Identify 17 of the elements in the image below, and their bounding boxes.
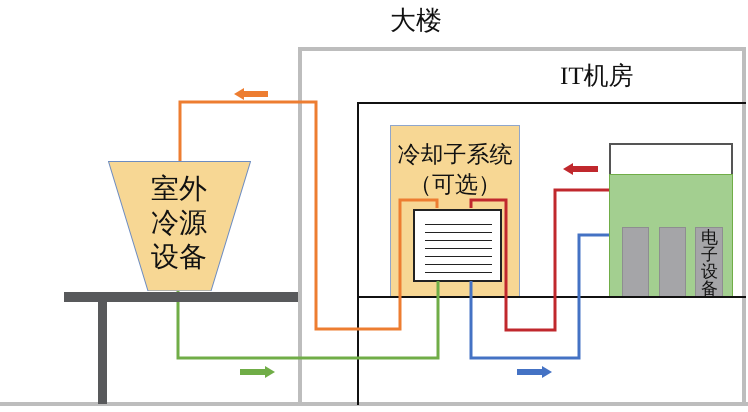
- heading: 冷却子系统（可选）: [396, 141, 514, 199]
- pipe-line: [470, 188, 609, 332]
- outdoor-cooling-unit: [108, 161, 251, 291]
- heading: 大楼: [390, 6, 442, 36]
- equipment-rack: [609, 174, 733, 297]
- pipe-line: [470, 234, 609, 360]
- pipe-line: [178, 100, 438, 330]
- building-outline: [298, 6, 746, 405]
- server-unit: [659, 227, 686, 298]
- heat-exchanger: [413, 209, 502, 282]
- pipe-line: [176, 281, 440, 360]
- server-unit: [622, 227, 649, 298]
- vertical-label: 电子设备: [701, 229, 718, 297]
- cooling-subsystem-box: [390, 125, 520, 297]
- label-text: 室外冷源设备: [150, 173, 208, 275]
- heading: IT机房: [560, 62, 634, 92]
- server-unit: [695, 227, 723, 298]
